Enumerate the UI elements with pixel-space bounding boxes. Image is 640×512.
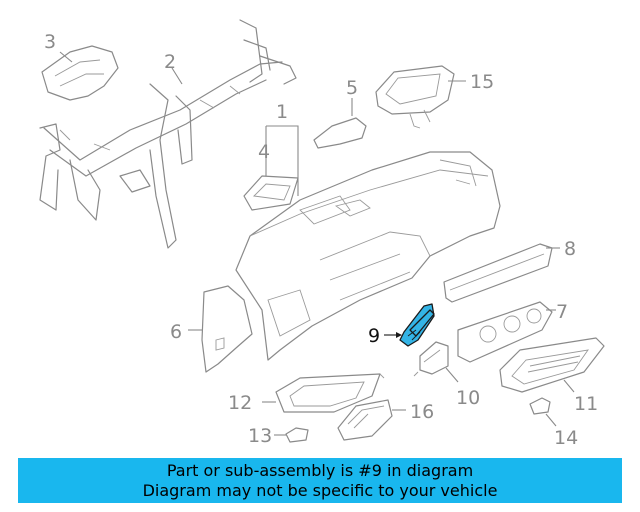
callout-10: 10 — [456, 387, 480, 409]
callout-8: 8 — [564, 238, 576, 260]
part-13-clip — [274, 427, 309, 443]
part-7-vent-panel — [457, 301, 556, 363]
callout-13: 13 — [248, 425, 272, 447]
part-10-vent-outlet — [413, 341, 459, 383]
callout-6: 6 — [170, 321, 182, 343]
callout-4: 4 — [258, 141, 270, 163]
part-8-trim-strip — [443, 243, 560, 303]
part-6-side-panel — [188, 285, 253, 373]
part-12-bracket-plate — [262, 373, 385, 413]
part-14-clip — [529, 397, 557, 427]
callout-15: 15 — [470, 71, 494, 93]
part-9-vent-duct-highlighted — [384, 303, 435, 347]
part-5-cover — [313, 98, 367, 149]
info-banner: Part or sub-assembly is #9 in diagram Di… — [18, 458, 622, 503]
part-15-display-unit — [375, 65, 466, 129]
part-3-bracket — [41, 45, 119, 101]
banner-line-2: Diagram may not be specific to your vehi… — [142, 480, 498, 500]
callout-2: 2 — [164, 51, 176, 73]
callout-9: 9 — [368, 325, 380, 347]
parts-diagram: 3 2 1 4 5 15 8 7 6 9 10 11 12 13 16 14 — [39, 19, 605, 449]
callout-16: 16 — [410, 401, 434, 423]
part-11-storage-tray — [499, 337, 605, 393]
callout-5: 5 — [346, 77, 358, 99]
part-4-trim-plate — [243, 160, 299, 211]
callout-7: 7 — [556, 301, 568, 323]
callout-3: 3 — [44, 31, 56, 53]
callout-1: 1 — [276, 101, 288, 123]
callout-11: 11 — [574, 393, 598, 415]
part-16-module — [337, 399, 406, 441]
part-2-crosscar-beam — [39, 19, 297, 249]
banner-line-1: Part or sub-assembly is #9 in diagram — [166, 460, 474, 480]
callout-14: 14 — [554, 427, 578, 449]
part-1-instrument-panel — [235, 125, 501, 361]
callout-12: 12 — [228, 392, 252, 414]
